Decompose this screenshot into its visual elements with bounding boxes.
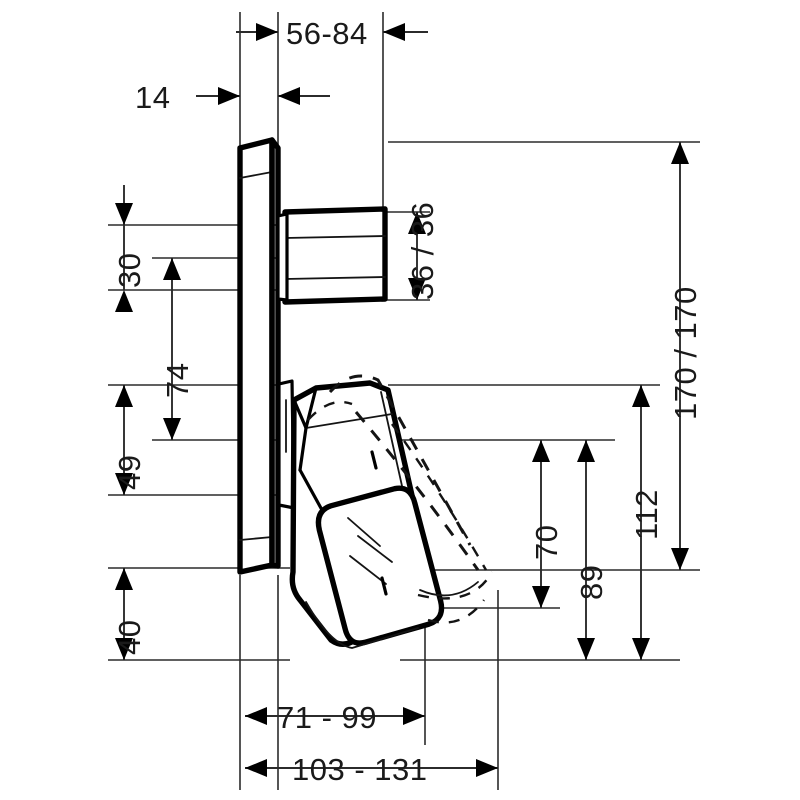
dimension-label-74: 74 (160, 363, 195, 398)
dimension-71-99: 71 - 99 (245, 700, 425, 735)
dimension-label-14: 14 (135, 80, 170, 115)
dimension-label-49: 49 (112, 455, 147, 490)
dimension-103-131: 103 - 131 (245, 752, 498, 787)
dimension-label-71-99: 71 - 99 (277, 700, 377, 735)
product-geometry (237, 137, 494, 649)
dimension-label-56-84: 56-84 (286, 16, 368, 51)
dimension-label-40: 40 (112, 620, 147, 655)
dimension-56-84: 56-84 (236, 16, 428, 51)
dimension-label-36-36: 36 / 36 (405, 202, 440, 300)
dimension-label-103-131: 103 - 131 (292, 752, 428, 787)
dimension-89: 89 (574, 440, 609, 660)
dimension-14: 14 (135, 80, 330, 115)
dimension-70: 70 (529, 440, 564, 608)
dimension-label-170-170: 170 / 170 (668, 286, 703, 420)
dimension-74: 74 (160, 258, 195, 440)
diverter-block (276, 206, 388, 305)
lever-handle (289, 380, 445, 649)
dimension-40: 40 (112, 568, 147, 660)
dimension-112: 112 (629, 385, 664, 660)
dimension-label-70: 70 (529, 525, 564, 560)
escutcheon-plate (237, 137, 281, 575)
dimension-label-89: 89 (574, 565, 609, 600)
dimension-label-112: 112 (629, 489, 664, 540)
dimension-170-170: 170 / 170 (668, 142, 703, 570)
dimension-49: 49 (112, 385, 147, 495)
dimension-30: 30 (112, 185, 147, 312)
dimension-36-36: 36 / 36 (405, 202, 440, 300)
lever-open-phantom (307, 374, 494, 624)
dimension-label-30: 30 (112, 253, 147, 288)
